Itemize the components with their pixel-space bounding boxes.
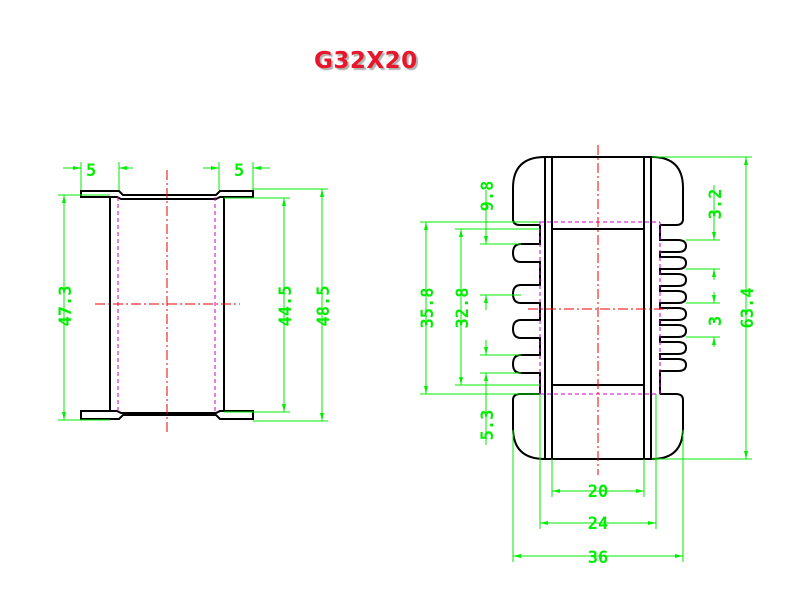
dim-slot-5-3: 5.3 [478, 410, 498, 441]
dim-window-35-8: 35.8 [418, 288, 438, 329]
right-right-comb [659, 225, 688, 394]
dim-fin-3: 3 [706, 316, 726, 326]
left-top-flange [80, 190, 254, 200]
dim-fin-3-2: 3.2 [706, 189, 726, 220]
drawing-title: G32X20 [314, 48, 418, 74]
right-left-comb [511, 225, 541, 394]
left-view-hidden-lines [117, 197, 216, 413]
left-bottom-flange [80, 410, 254, 420]
dim-height-48-5: 48.5 [314, 286, 334, 327]
dim-width-24: 24 [588, 514, 608, 534]
dim-window-32-8: 32.8 [453, 288, 473, 329]
right-view-hidden-lines [539, 221, 661, 395]
right-view-labels: 9.8 5.3 35.8 32.8 3.2 3 63.4 20 24 36 [418, 181, 758, 568]
right-bottom-cap [512, 393, 684, 460]
right-view: 9.8 5.3 35.8 32.8 3.2 3 63.4 20 24 36 [418, 145, 758, 568]
dim-overall-63-4: 63.4 [738, 288, 758, 329]
dim-width-36: 36 [588, 548, 608, 568]
dim-left-flange-5: 5 [86, 161, 96, 181]
dim-slot-9-8: 9.8 [478, 181, 498, 212]
left-view-centerlines [95, 170, 240, 432]
left-view-labels: 5 5 47.3 44.5 48.5 [56, 161, 334, 326]
dim-right-flange-5: 5 [234, 161, 244, 181]
left-view: 5 5 47.3 44.5 48.5 [56, 161, 334, 432]
dim-height-47-3: 47.3 [56, 286, 76, 327]
right-view-dimensions [420, 156, 752, 562]
left-view-arrows [62, 166, 324, 421]
right-view-centerlines [528, 145, 668, 475]
right-view-arrows [424, 157, 748, 558]
dim-height-44-5: 44.5 [276, 286, 296, 327]
dim-width-20: 20 [588, 482, 608, 502]
right-top-cap [512, 156, 684, 226]
